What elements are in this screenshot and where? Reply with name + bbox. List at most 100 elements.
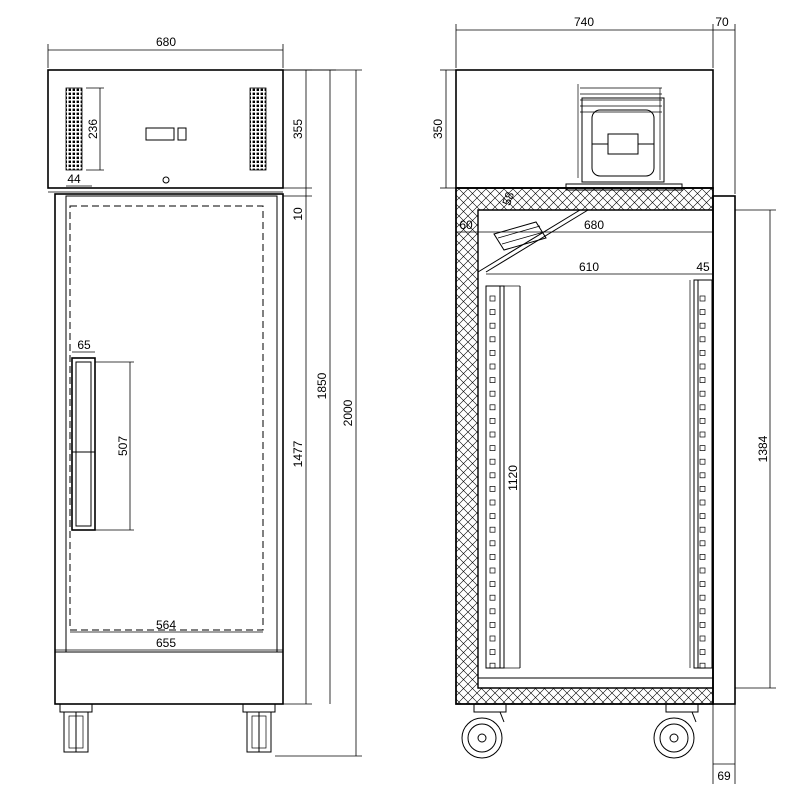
dim-label: 680 bbox=[156, 35, 176, 49]
rail-slot bbox=[699, 445, 706, 451]
dim-side-680: 680 bbox=[478, 218, 713, 233]
rail-slot bbox=[699, 309, 706, 315]
dim-front-10: 10 bbox=[291, 188, 307, 221]
rail-slot bbox=[489, 581, 496, 587]
dim-front-507: 507 bbox=[95, 361, 134, 531]
rail-slot bbox=[489, 295, 496, 302]
inner-chamber bbox=[477, 209, 714, 689]
rail-slot bbox=[489, 608, 496, 615]
rail-slot bbox=[489, 635, 496, 642]
dim-label: 564 bbox=[156, 618, 176, 632]
dim-label: 355 bbox=[291, 119, 305, 139]
rail-slot bbox=[489, 540, 496, 547]
control-display bbox=[145, 127, 175, 141]
rail-slot bbox=[699, 322, 706, 329]
dim-side-58: 58 bbox=[499, 190, 517, 208]
dim-label: 44 bbox=[67, 172, 81, 186]
side-door bbox=[712, 195, 736, 705]
rail-slot bbox=[699, 513, 706, 519]
rail-slot bbox=[699, 662, 706, 669]
rail-slot bbox=[699, 649, 706, 655]
lock-icon bbox=[162, 176, 170, 184]
rail-slot bbox=[699, 350, 706, 356]
rail-slot bbox=[699, 622, 706, 628]
front-caster-left bbox=[59, 703, 93, 753]
dim-label: 350 bbox=[431, 119, 445, 139]
dim-front-44: 44 bbox=[66, 172, 92, 187]
dim-front-680: 680 bbox=[47, 35, 284, 68]
rail-slot bbox=[699, 499, 706, 506]
side-view: 740 70 350 58 60 680 bbox=[431, 15, 776, 784]
rail-slot bbox=[489, 309, 496, 315]
door-handle bbox=[71, 357, 96, 531]
dim-side-1384: 1384 bbox=[735, 209, 776, 689]
front-top-housing bbox=[47, 69, 284, 189]
dim-label: 740 bbox=[574, 15, 594, 29]
rail-slot bbox=[489, 486, 496, 492]
evaporator bbox=[477, 209, 589, 273]
dim-side-60: 60 bbox=[456, 218, 478, 233]
dim-label: 236 bbox=[86, 119, 100, 139]
dim-label: 1850 bbox=[315, 372, 329, 399]
rail-slot bbox=[489, 404, 496, 411]
dim-front-65: 65 bbox=[72, 338, 95, 353]
rail-right bbox=[689, 279, 713, 669]
rail-slot bbox=[489, 649, 496, 655]
rail-slot bbox=[489, 458, 496, 465]
front-door-panel bbox=[65, 195, 278, 653]
rail-slot bbox=[699, 581, 706, 587]
rail-slot bbox=[699, 377, 706, 383]
dim-side-1120: 1120 bbox=[506, 286, 521, 668]
rail-slot bbox=[489, 594, 496, 601]
dim-label: 1120 bbox=[506, 465, 520, 491]
front-caster-right bbox=[242, 703, 276, 753]
side-caster-left bbox=[461, 703, 507, 759]
dim-side-70: 70 bbox=[713, 15, 736, 194]
dim-label: 2000 bbox=[341, 399, 355, 426]
rail-slot bbox=[489, 513, 496, 519]
rail-slot bbox=[699, 594, 706, 601]
rail-slot bbox=[699, 431, 706, 438]
rail-slot bbox=[699, 363, 706, 370]
rail-slot bbox=[489, 418, 496, 424]
front-vent-left bbox=[65, 87, 83, 171]
dim-side-69: 69 bbox=[712, 704, 736, 784]
side-caster-right bbox=[653, 703, 699, 759]
rail-slot bbox=[699, 336, 706, 343]
dim-front-2000: 2000 bbox=[275, 69, 362, 757]
dim-front-1850: 1850 bbox=[283, 69, 336, 704]
rail-slot bbox=[699, 526, 706, 533]
dim-label: 45 bbox=[696, 260, 710, 274]
rail-slot bbox=[489, 472, 496, 479]
rail-slot bbox=[699, 540, 706, 547]
front-door-inner bbox=[69, 205, 264, 631]
dim-side-610: 610 bbox=[486, 260, 694, 275]
rail-slot bbox=[489, 499, 496, 506]
rail-slot bbox=[699, 472, 706, 479]
rail-slot bbox=[699, 486, 706, 492]
dim-front-655: 655 bbox=[55, 636, 283, 651]
rail-slot bbox=[489, 567, 496, 574]
dim-label: 507 bbox=[116, 436, 130, 456]
rail-slot bbox=[699, 458, 706, 465]
rail-slot bbox=[489, 322, 496, 329]
rail-slot bbox=[699, 404, 706, 411]
rail-slot bbox=[699, 554, 706, 560]
dim-label: 610 bbox=[579, 260, 599, 274]
dim-side-45: 45 bbox=[694, 260, 712, 275]
rail-slot bbox=[699, 418, 706, 424]
dim-front-1477: 1477 bbox=[283, 195, 312, 705]
dim-label: 58 bbox=[499, 190, 517, 208]
rail-slot bbox=[489, 445, 496, 451]
rail-slot bbox=[489, 377, 496, 383]
rail-slot bbox=[699, 567, 706, 574]
dim-label: 70 bbox=[715, 15, 729, 29]
dim-front-236: 236 bbox=[86, 87, 104, 171]
rail-slot bbox=[489, 390, 496, 397]
rail-slot bbox=[699, 635, 706, 642]
dim-label: 69 bbox=[717, 769, 731, 783]
dim-label: 10 bbox=[291, 207, 305, 221]
rail-slot bbox=[699, 608, 706, 615]
rail-slot bbox=[489, 363, 496, 370]
